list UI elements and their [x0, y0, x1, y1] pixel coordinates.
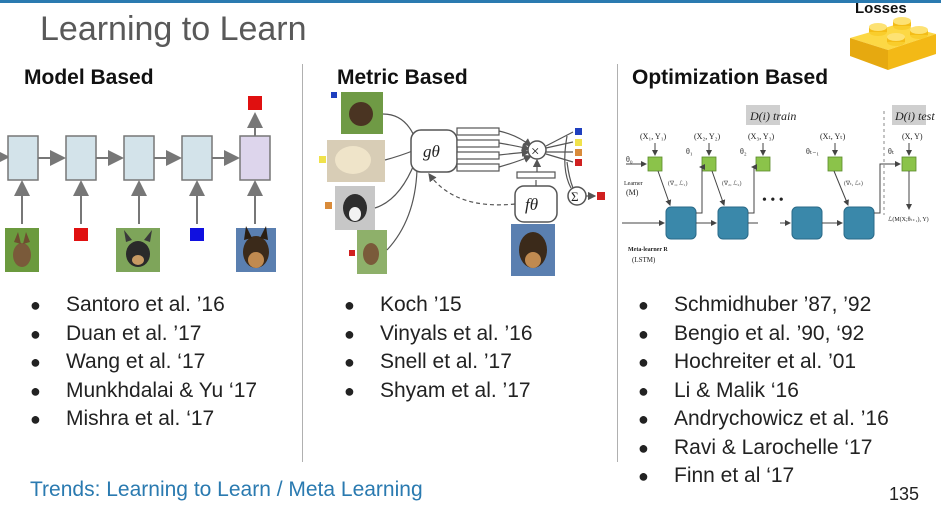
meta-learner-cell [717, 206, 749, 240]
g-theta-label: gθ [423, 142, 440, 161]
ellipsis: • • • [762, 193, 784, 208]
refs-model-based: ●Santoro et al. ’16 ●Duan et al. ’17 ●Wa… [30, 291, 257, 434]
dog-image-chihuahua [5, 228, 39, 272]
list-item: ●Mishra et al. ‘17 [30, 407, 215, 430]
rnn-cell-output [239, 135, 271, 181]
learner-cell [901, 156, 917, 172]
list-item: ●Shyam et al. ’17 [344, 378, 531, 402]
rnn-cell [7, 135, 39, 181]
svg-text:θₜ: θₜ [888, 147, 894, 156]
list-item: ●Bengio et al. ’90, ‘92 [638, 321, 865, 345]
list-item: ●Ravi & Larochelle ‘17 [638, 435, 873, 459]
list-item: ●Finn et al ‘17 [638, 464, 795, 487]
sum-symbol: Σ [571, 189, 579, 204]
heading-optimization-based: Optimization Based [632, 66, 829, 89]
g-theta-box [410, 129, 458, 173]
rnn-cell [65, 135, 97, 181]
top-rule [0, 0, 941, 3]
svg-text:Learner: Learner [624, 181, 643, 187]
metric-based-diagram: gθ × Σ fθ [319, 92, 605, 276]
rnn-cell [181, 135, 213, 181]
meta-learner-cell [843, 206, 875, 240]
query-image-shepherd [511, 224, 555, 276]
support-image-3 [335, 186, 375, 230]
column-divider [617, 64, 618, 462]
svg-text:(∇₁, ℒ₁): (∇₁, ℒ₁) [668, 180, 688, 187]
d-train-label: D(i) train [749, 109, 796, 123]
svg-text:θ₀: θ₀ [626, 155, 633, 164]
learner-cell [647, 156, 663, 172]
meta-learner-cell [791, 206, 823, 240]
slide-title: Learning to Learn [40, 10, 307, 48]
label-marker-blue [190, 228, 204, 241]
svg-text:(LSTM): (LSTM) [632, 256, 656, 264]
losses-label: Losses [855, 0, 907, 17]
svg-text:ℒ(M(X;θₜ₊₁), Y): ℒ(M(X;θₜ₊₁), Y) [888, 216, 929, 223]
support-image-4 [357, 230, 387, 274]
support-image-2 [327, 140, 385, 182]
svg-text:Meta-learner R: Meta-learner R [628, 247, 668, 253]
list-item: ●Wang et al. ‘17 [30, 350, 206, 373]
page-number: 135 [888, 484, 919, 504]
list-item: ●Hochreiter et al. ’01 [638, 350, 857, 373]
list-item: ●Duan et al. ’17 [30, 321, 202, 345]
refs-optimization-based: ●Schmidhuber ’87, ’92 ●Bengio et al. ’90… [638, 291, 889, 491]
svg-text:θ₁: θ₁ [686, 147, 693, 156]
svg-text:(Xₜ, Yₜ): (Xₜ, Yₜ) [820, 132, 846, 141]
dog-image-shepherd [236, 226, 276, 272]
list-item: ●Andrychowicz et al. ’16 [638, 407, 889, 430]
list-item: ●Snell et al. ’17 [344, 350, 512, 373]
prediction-marker [597, 192, 605, 200]
dog-image-chihuahua-2 [116, 228, 160, 272]
svg-text:(∇₂, ℒ₂): (∇₂, ℒ₂) [722, 180, 742, 187]
svg-text:(X, Y): (X, Y) [902, 132, 923, 141]
list-item: ●Santoro et al. ’16 [30, 293, 225, 316]
list-item: ●Schmidhuber ’87, ’92 [638, 293, 872, 316]
optimization-based-diagram: D(i) train D(i) test (X₁, Y₁) (X₂, Y₂) (… [622, 105, 935, 264]
heading-model-based: Model Based [24, 66, 154, 89]
learner-cell [701, 156, 717, 172]
multiply-symbol: × [531, 144, 539, 160]
d-test-label: D(i) test [894, 109, 935, 123]
label-marker-red [74, 228, 88, 241]
footer-link[interactable]: Trends: Learning to Learn / Meta Learnin… [30, 478, 423, 501]
output-label-marker [248, 96, 262, 110]
rnn-cell [123, 135, 155, 181]
column-divider [302, 64, 303, 462]
refs-metric-based: ●Koch ’15 ●Vinyals et al. ’16 ●Snell et … [344, 291, 533, 405]
list-item: ●Li & Malik ‘16 [638, 378, 799, 402]
learner-cell [755, 156, 771, 172]
learner-cell [827, 156, 843, 172]
svg-text:θ₂: θ₂ [740, 147, 747, 156]
heading-metric-based: Metric Based [337, 66, 468, 89]
svg-text:(X₃, Y₃): (X₃, Y₃) [748, 132, 775, 141]
svg-text:(∇ₜ, ℒₜ): (∇ₜ, ℒₜ) [844, 180, 863, 187]
model-based-diagram [0, 96, 276, 272]
support-image-1 [341, 92, 383, 134]
lego-brick-icon [850, 17, 936, 70]
f-theta-label: fθ [525, 195, 538, 214]
svg-text:θₜ₋₁: θₜ₋₁ [806, 147, 819, 156]
svg-text:(M): (M) [626, 188, 639, 197]
meta-learner-cell [665, 206, 697, 240]
svg-text:(X₁, Y₁): (X₁, Y₁) [640, 132, 667, 141]
list-item: ●Koch ’15 [344, 293, 462, 316]
list-item: ●Munkhdalai & Yu ‘17 [30, 378, 258, 402]
list-item: ●Vinyals et al. ’16 [344, 321, 533, 345]
svg-text:(X₂, Y₂): (X₂, Y₂) [694, 132, 721, 141]
